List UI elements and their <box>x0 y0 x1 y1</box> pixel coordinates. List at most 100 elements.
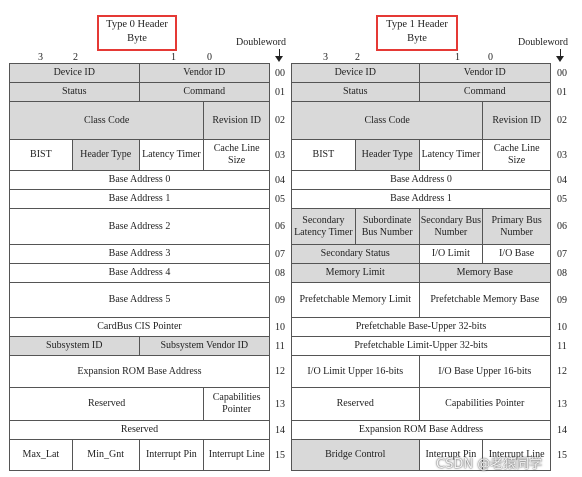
type0-doubleword-number: 03 <box>275 149 285 161</box>
type1-field-header-type: Header Type <box>355 140 420 171</box>
type1-byte-label-3: 3 <box>323 52 328 63</box>
type0-row-12: Expansion ROM Base Address <box>10 356 270 388</box>
type1-field-memory-base: Memory Base <box>419 264 551 283</box>
type1-field-latency-timer: Latency Timer <box>419 140 484 171</box>
type1-doubleword-number: 13 <box>557 398 567 410</box>
type0-field-bist: BIST <box>10 140 73 171</box>
type1-title-line2: Byte <box>407 33 427 44</box>
type1-byte-label-2: 2 <box>355 52 360 63</box>
type1-doubleword-number: 02 <box>557 115 567 126</box>
type0-byte-label-1: 1 <box>171 52 176 63</box>
type1-doubleword-number: 07 <box>557 248 567 260</box>
type0-field-base-address-4: Base Address 4 <box>10 264 270 283</box>
type1-row-10: Prefetchable Base-Upper 32-bits <box>292 318 551 337</box>
type0-doubleword-number: 13 <box>275 398 285 410</box>
type0-row-05: Base Address 1 <box>10 190 270 209</box>
type0-field-base-address-5: Base Address 5 <box>10 283 270 318</box>
type0-field-status: Status <box>10 83 140 102</box>
type0-field-interrupt-pin: Interrupt Pin <box>139 440 205 471</box>
type0-doubleword-number: 07 <box>275 248 285 260</box>
type0-row-04: Base Address 0 <box>10 171 270 190</box>
type1-field-command: Command <box>419 83 551 102</box>
type1-row-05: Base Address 1 <box>292 190 551 209</box>
type0-field-class-code: Class Code <box>10 102 205 140</box>
type1-field-interrupt-line: Interrupt Line <box>483 440 551 471</box>
type0-field-base-address-0: Base Address 0 <box>10 171 270 190</box>
type1-field-primary-bus-number: Primary Bus Number <box>483 209 551 245</box>
type0-doubleword-number: 04 <box>275 174 285 186</box>
type1-field-i-o-base: I/O Base <box>483 245 551 264</box>
type0-field-latency-timer: Latency Timer <box>139 140 205 171</box>
type0-field-capabilities-pointer: Capabilities Pointer <box>204 388 270 421</box>
type1-field-status: Status <box>292 83 420 102</box>
type0-doubleword-number: 14 <box>275 424 285 436</box>
type1-field-i-o-limit: I/O Limit <box>419 245 484 264</box>
type1-byte-label-1: 1 <box>455 52 460 63</box>
type1-doubleword-number: 03 <box>557 149 567 161</box>
type0-field-cardbus-cis-pointer: CardBus CIS Pointer <box>10 318 270 337</box>
type0-row-08: Base Address 4 <box>10 264 270 283</box>
type1-doubleword-number: 12 <box>557 366 567 377</box>
type0-field-base-address-2: Base Address 2 <box>10 209 270 245</box>
watermark: CSDN @老猿同学 <box>436 457 543 472</box>
type0-doubleword-number: 10 <box>275 321 285 333</box>
type0-field-vendor-id: Vendor ID <box>139 64 270 83</box>
type0-field-base-address-1: Base Address 1 <box>10 190 270 209</box>
type1-doubleword-number: 09 <box>557 294 567 306</box>
type1-field-class-code: Class Code <box>292 102 484 140</box>
type0-doubleword-label: Doubleword <box>236 37 286 48</box>
type0-title-line1: Type 0 Header <box>106 19 168 30</box>
type0-doubleword-number: 12 <box>275 366 285 377</box>
type0-byte-label-2: 2 <box>73 52 78 63</box>
type1-row-11: Prefetchable Limit-Upper 32-bits <box>292 337 551 356</box>
type1-field-memory-limit: Memory Limit <box>292 264 420 283</box>
type0-field-reserved: Reserved <box>10 421 270 440</box>
type1-field-secondary-status: Secondary Status <box>292 245 420 264</box>
type1-byte-label-0: 0 <box>488 52 493 63</box>
type0-field-header-type: Header Type <box>72 140 140 171</box>
type1-field-prefetchable-memory-limit: Prefetchable Memory Limit <box>292 283 420 318</box>
type0-header-title: Type 0 Header Byte <box>97 15 177 51</box>
type1-field-cache-line-size: Cache Line Size <box>483 140 551 171</box>
type0-doubleword-number: 05 <box>275 193 285 205</box>
type1-field-expansion-rom-base-address: Expansion ROM Base Address <box>292 421 551 440</box>
type0-field-max-lat: Max_Lat <box>10 440 73 471</box>
type1-doubleword-number: 06 <box>557 221 567 232</box>
type1-doubleword-number: 04 <box>557 174 567 186</box>
type0-title-line2: Byte <box>127 33 147 44</box>
type1-field-reserved: Reserved <box>292 388 420 421</box>
type0-row-09: Base Address 5 <box>10 283 270 318</box>
type1-field-bridge-control: Bridge Control <box>292 440 420 471</box>
type1-field-bist: BIST <box>292 140 356 171</box>
type1-field-secondary-latency-timer: Secondary Latency Timer <box>292 209 356 245</box>
type0-row-10: CardBus CIS Pointer <box>10 318 270 337</box>
type1-doubleword-number: 11 <box>557 340 567 352</box>
type1-row-14: Expansion ROM Base Address <box>292 421 551 440</box>
type0-doubleword-number: 01 <box>275 86 285 98</box>
type1-field-subordinate-bus-number: Subordinate Bus Number <box>355 209 420 245</box>
type1-field-vendor-id: Vendor ID <box>419 64 551 83</box>
type1-doubleword-number: 00 <box>557 67 567 79</box>
type0-doubleword-number: 15 <box>275 449 285 461</box>
type0-field-cache-line-size: Cache Line Size <box>204 140 271 171</box>
type0-byte-label-3: 3 <box>38 52 43 63</box>
type0-field-base-address-3: Base Address 3 <box>10 245 270 264</box>
type1-field-i-o-limit-upper-16-bits: I/O Limit Upper 16-bits <box>292 356 420 388</box>
type0-row-07: Base Address 3 <box>10 245 270 264</box>
type0-field-min-gnt: Min_Gnt <box>72 440 140 471</box>
type1-field-prefetchable-base-upper-32-bits: Prefetchable Base-Upper 32-bits <box>292 318 551 337</box>
type0-field-subsystem-id: Subsystem ID <box>10 337 140 356</box>
type1-doubleword-number: 05 <box>557 193 567 205</box>
type0-field-device-id: Device ID <box>10 64 140 83</box>
